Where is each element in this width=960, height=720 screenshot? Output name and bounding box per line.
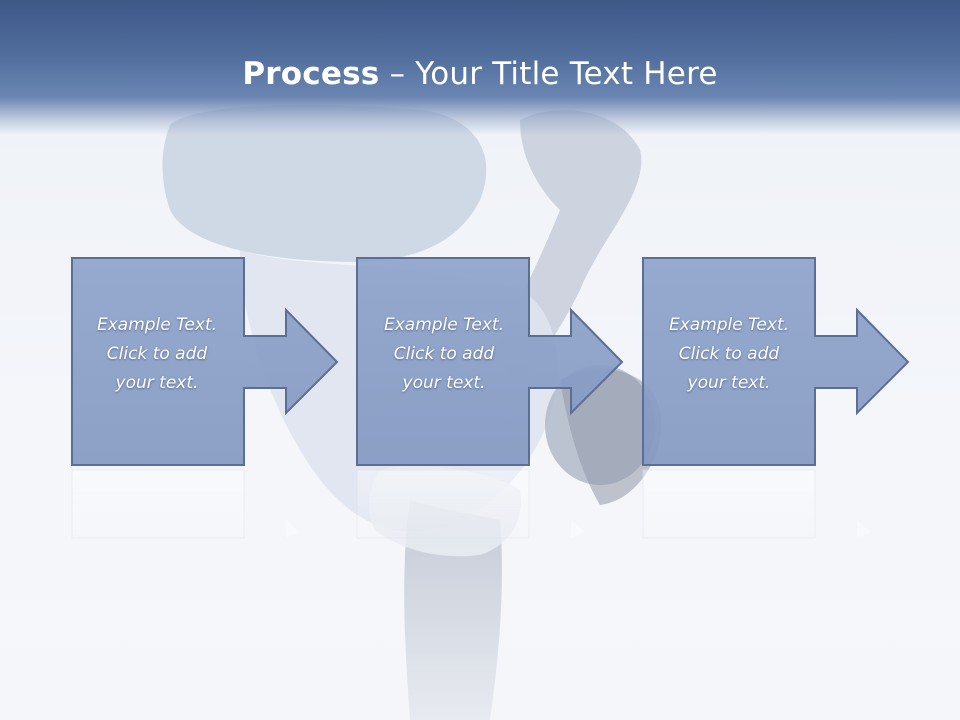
process-box-3 bbox=[642, 257, 910, 466]
title-bold: Process bbox=[242, 56, 380, 92]
step-2-line-3: your text. bbox=[402, 373, 486, 393]
process-step-2[interactable] bbox=[356, 257, 624, 466]
process-box-1 bbox=[71, 257, 339, 466]
slide-title[interactable]: Process – Your Title Text Here bbox=[0, 52, 960, 96]
step-3-text[interactable]: Example Text. Click to add your text. bbox=[642, 311, 816, 398]
title-rest: – Your Title Text Here bbox=[379, 56, 718, 92]
step-2-line-1: Example Text. bbox=[383, 315, 505, 335]
step-2-line-2: Click to add bbox=[393, 344, 495, 364]
process-reflections bbox=[71, 469, 871, 539]
step-1-line-2: Click to add bbox=[106, 344, 208, 364]
process-step-3[interactable] bbox=[642, 257, 910, 466]
step-3-line-2: Click to add bbox=[678, 344, 780, 364]
step-3-line-1: Example Text. bbox=[668, 315, 790, 335]
step-1-line-1: Example Text. bbox=[96, 315, 218, 335]
step-1-line-3: your text. bbox=[115, 373, 199, 393]
step-2-text[interactable]: Example Text. Click to add your text. bbox=[357, 311, 531, 398]
step-3-line-3: your text. bbox=[687, 373, 771, 393]
step-1-text[interactable]: Example Text. Click to add your text. bbox=[70, 311, 244, 398]
process-step-1[interactable] bbox=[71, 257, 339, 466]
process-box-2 bbox=[356, 257, 624, 466]
header-band bbox=[0, 0, 960, 135]
